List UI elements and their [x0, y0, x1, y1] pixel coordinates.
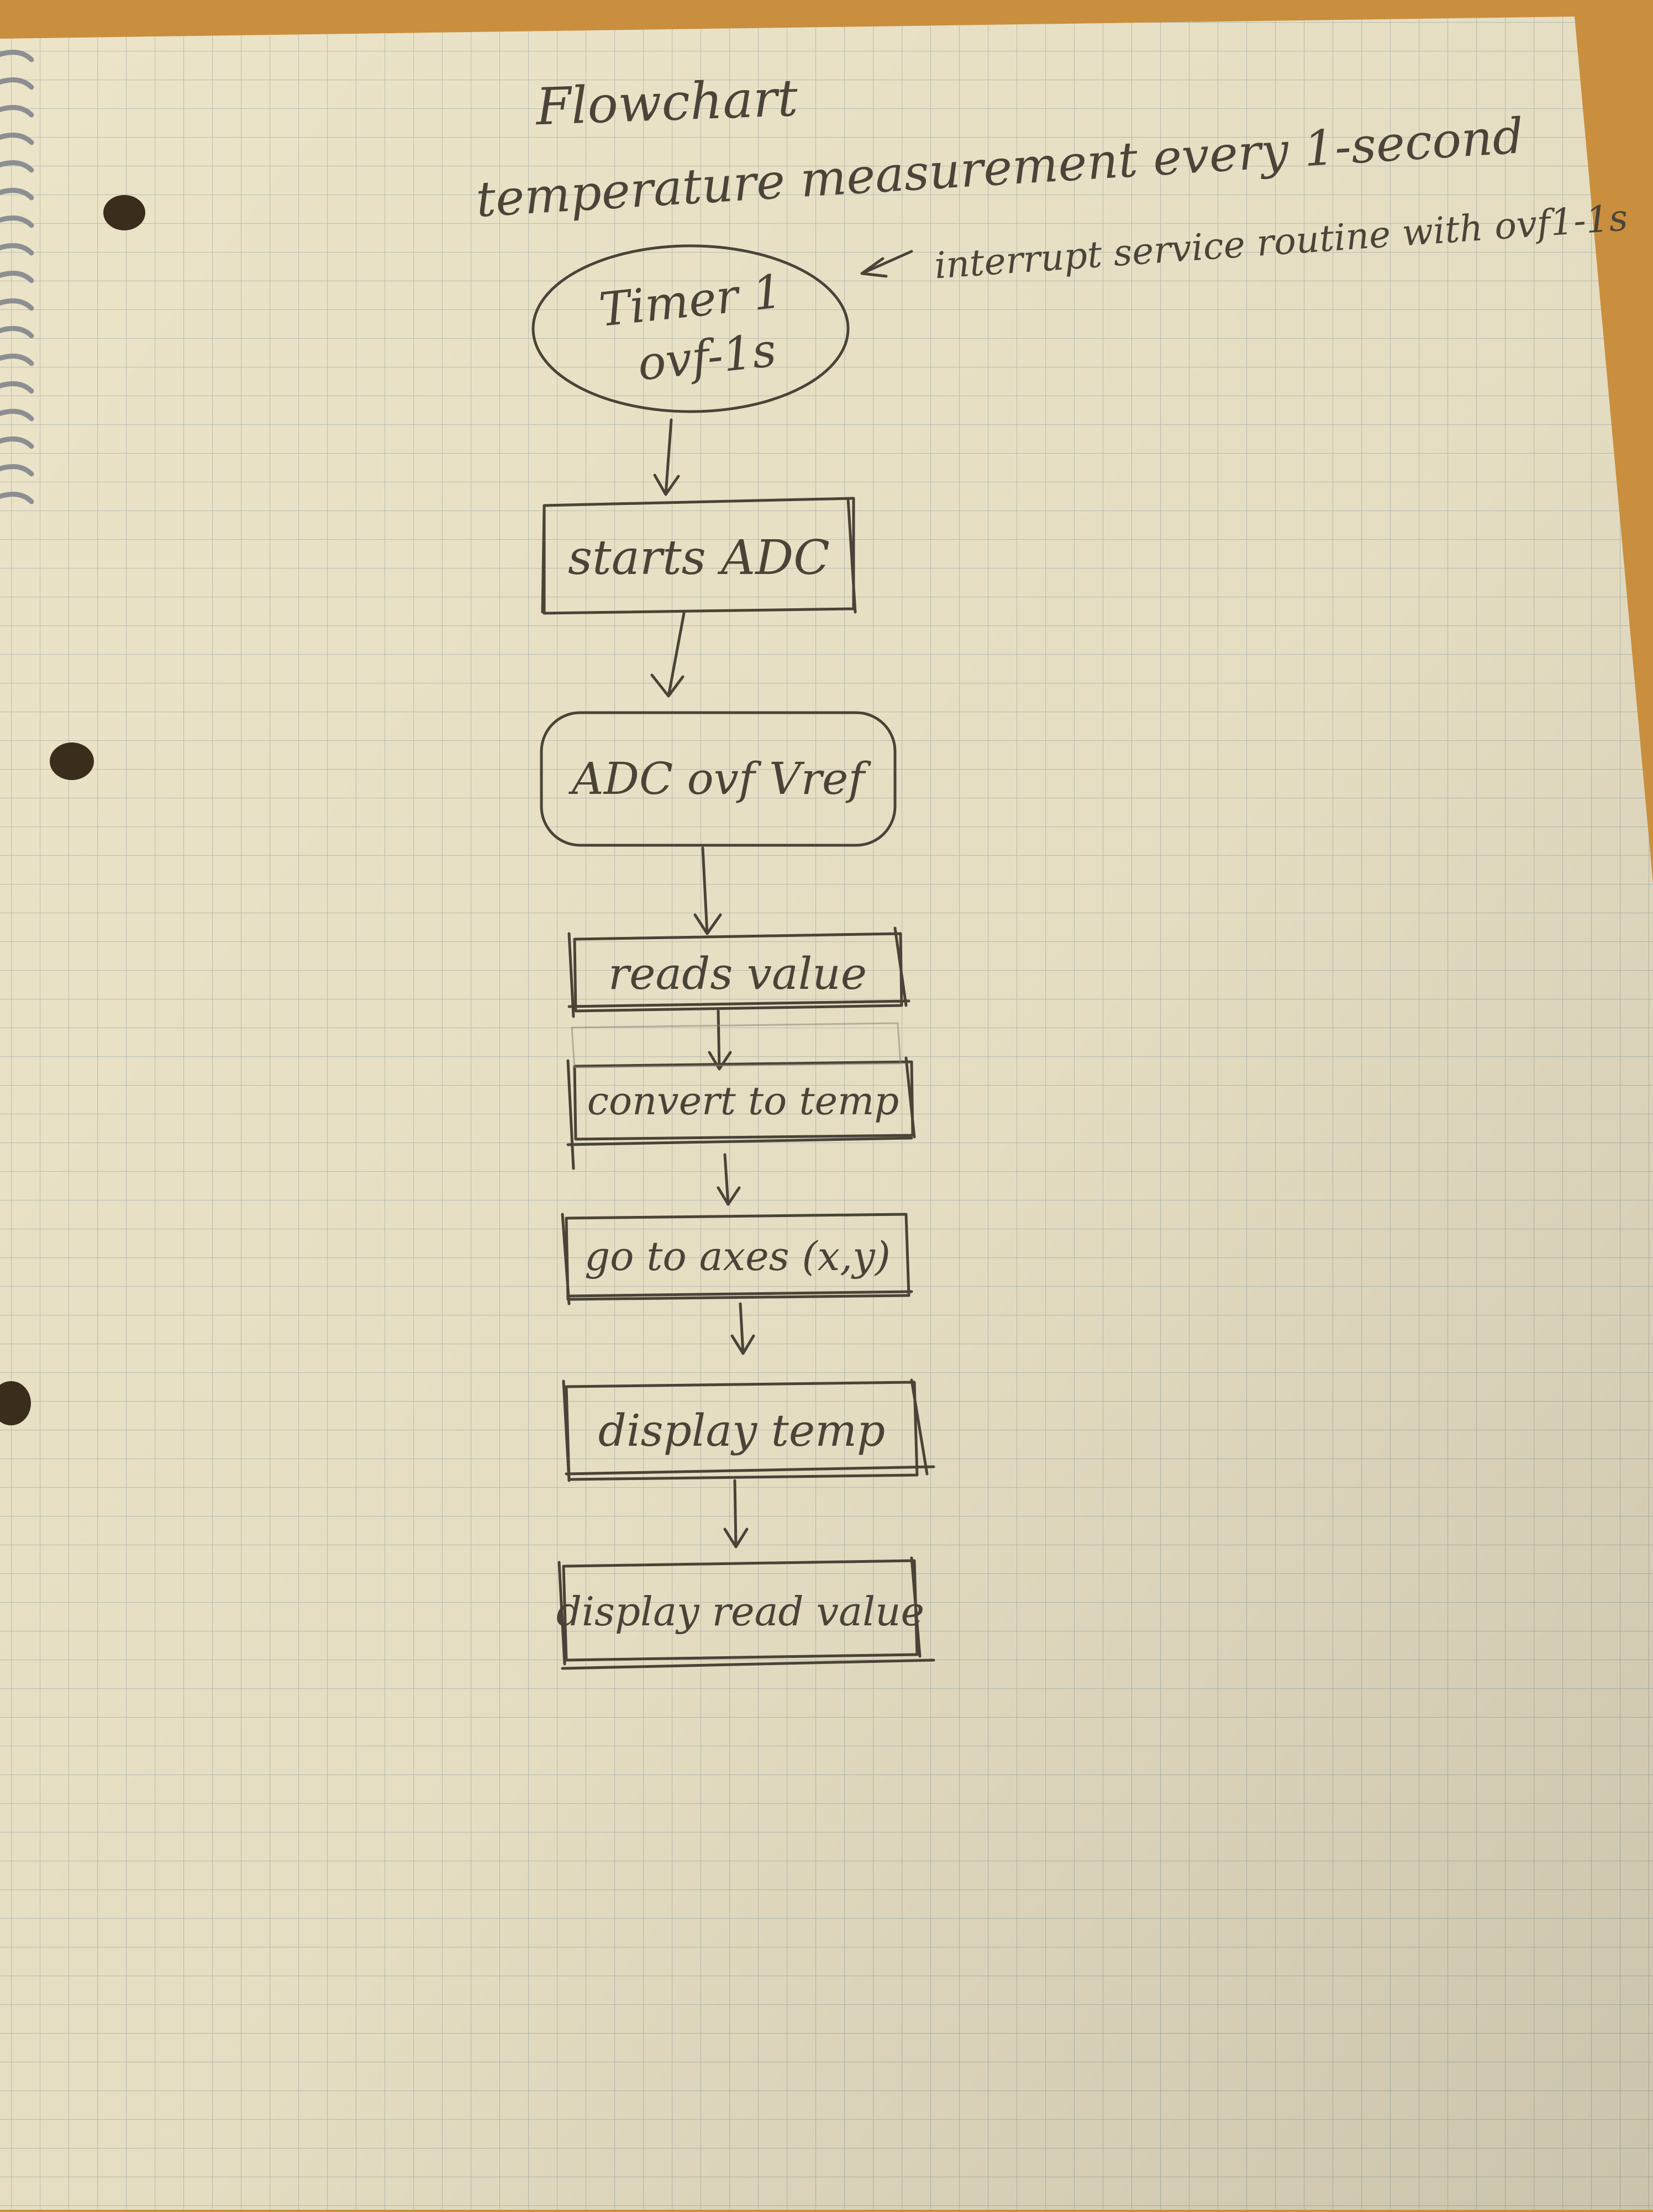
start-node-line2: ovf-1s: [635, 323, 779, 391]
display-read-box: [557, 1556, 935, 1670]
diagram-title: Flowchart: [535, 68, 799, 137]
spiral-binding: [0, 50, 34, 504]
start-adc-label: starts ADC: [568, 530, 830, 586]
display-temp-box: [562, 1378, 935, 1482]
flowchart-strokes: [531, 244, 935, 1670]
connector-5: [717, 1153, 741, 1206]
read-value-box: [567, 926, 910, 1018]
paper-shading: [0, 17, 1653, 2210]
start-adc-box: [541, 497, 857, 615]
adc-ovf-label: ADC ovf Vref: [572, 753, 865, 804]
convert-label: convert to temp: [587, 1078, 899, 1124]
display-read-label: display read value: [556, 1588, 925, 1635]
convert-box: [566, 1056, 916, 1170]
goto-axes-label: go to axes (x,y): [585, 1233, 891, 1280]
start-oval: [531, 244, 850, 413]
connector-2: [650, 612, 686, 698]
connector-1: [653, 418, 680, 496]
annotation-arrow: [860, 250, 913, 278]
start-node-label: Timer 1 ovf-1s: [575, 257, 807, 401]
punch-holes: [0, 195, 145, 1425]
connector-7: [723, 1479, 749, 1549]
adc-ovf-box: [540, 711, 897, 847]
connector-6: [730, 1302, 755, 1355]
connector-3: [693, 846, 722, 935]
display-temp-label: display temp: [598, 1405, 886, 1456]
goto-axes-box: [561, 1213, 913, 1305]
read-value-label: reads value: [608, 947, 867, 999]
erased-box: [571, 1022, 902, 1068]
